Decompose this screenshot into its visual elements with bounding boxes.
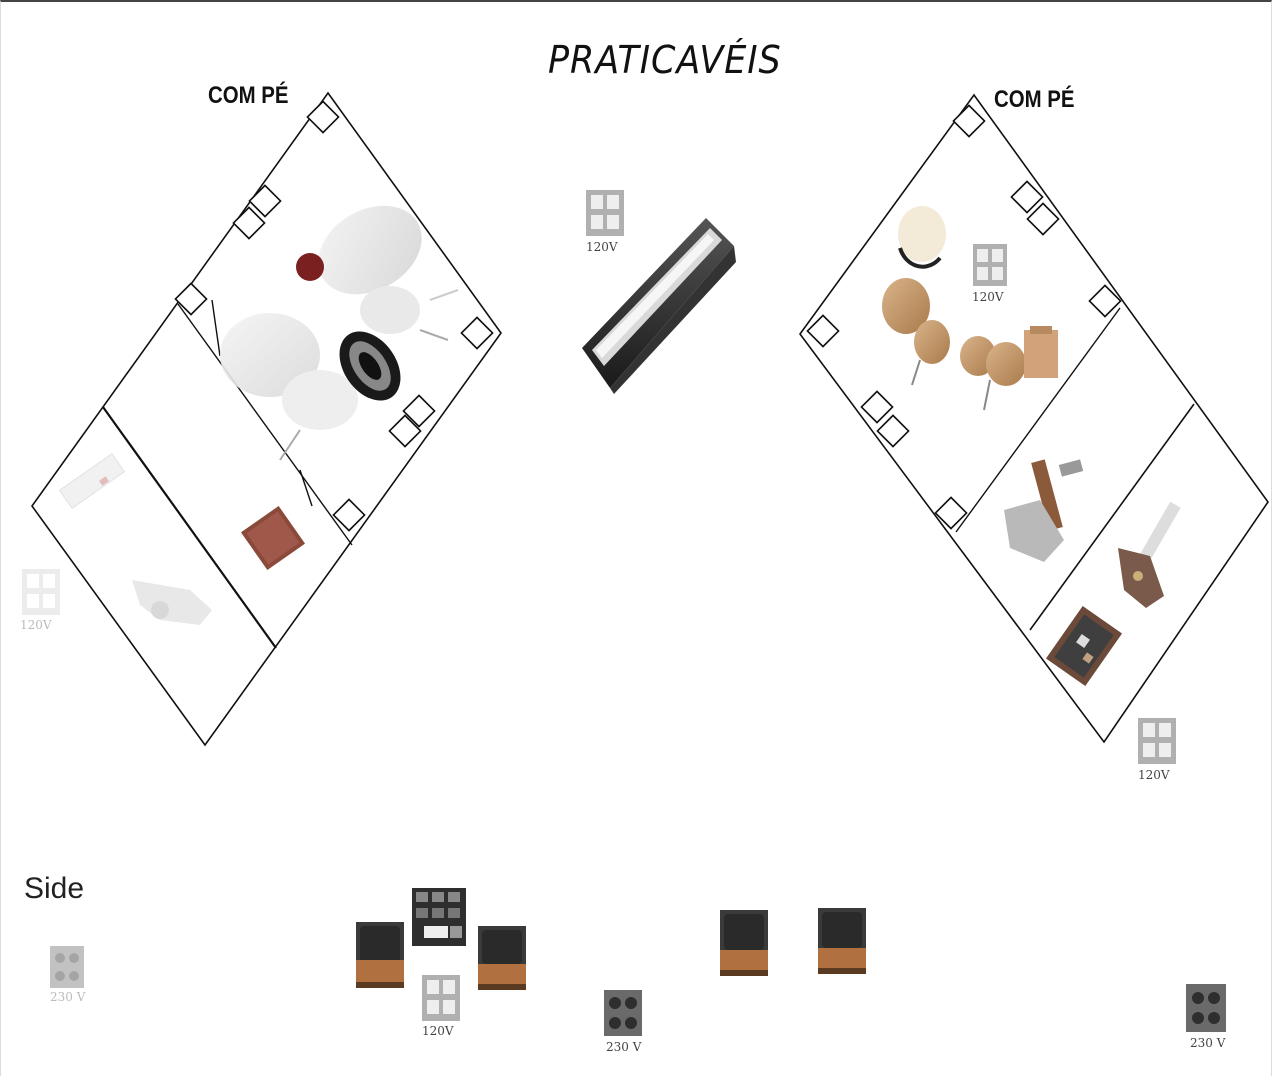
power-outlet-icon	[422, 975, 460, 1021]
guitar-icon	[1118, 501, 1181, 608]
outlet-voltage-label: 120V	[586, 240, 618, 254]
guitar-icon	[1004, 459, 1084, 562]
amp-icon	[240, 505, 306, 571]
left-platform-markers	[174, 100, 494, 532]
outlet-voltage-label: 120V	[1138, 768, 1170, 782]
amp-icon	[478, 926, 526, 990]
right-platform	[799, 93, 1269, 744]
power-outlet-icon	[1186, 984, 1226, 1032]
left-platform-label: COM PÉ	[208, 82, 289, 109]
pedalboard-icon	[1045, 606, 1123, 686]
page-title: PRATICAVÉIS	[548, 38, 782, 82]
power-outlet-icon	[50, 946, 84, 988]
outlet-voltage-label: 120V	[972, 290, 1004, 304]
outlet-voltage-label: 230 V	[606, 1040, 642, 1054]
outlet-voltage-label: 120V	[20, 618, 52, 632]
outlet-voltage-label: 120V	[422, 1024, 454, 1038]
right-platform-markers	[806, 104, 1122, 530]
power-outlet-icon	[1138, 718, 1176, 764]
amp-icon	[356, 922, 404, 988]
keyboard-icon	[58, 452, 126, 510]
power-outlet-icon	[22, 569, 60, 615]
power-outlet-icon	[586, 190, 624, 236]
amp-icon	[720, 910, 768, 976]
power-outlet-icon	[604, 990, 642, 1036]
side-label: Side	[24, 872, 85, 905]
power-outlet-icon	[973, 244, 1007, 286]
led-light-bar-icon	[582, 218, 736, 394]
amp-icon	[818, 908, 866, 974]
outlet-voltage-label: 230 V	[50, 990, 86, 1004]
outlet-voltage-label: 230 V	[1190, 1036, 1226, 1050]
pedalboard-icon	[412, 888, 466, 946]
percussion-icon	[882, 206, 1058, 411]
left-platform	[31, 91, 502, 747]
guitar-icon	[132, 580, 212, 625]
drum-kit-icon	[220, 205, 459, 461]
right-platform-label: COM PÉ	[994, 86, 1075, 113]
